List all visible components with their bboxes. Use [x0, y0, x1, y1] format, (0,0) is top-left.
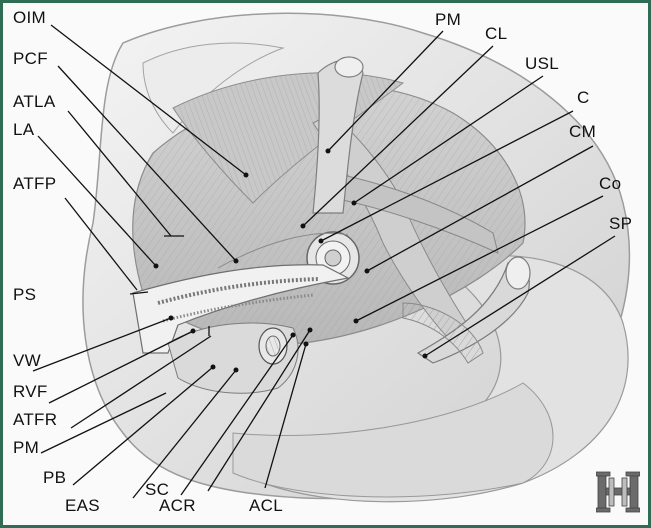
- label-acr: ACR: [159, 497, 196, 515]
- label-co: Co: [599, 175, 621, 193]
- label-acl: ACL: [249, 497, 283, 515]
- label-atfr: ATFR: [13, 411, 57, 429]
- label-cm: CM: [569, 123, 596, 141]
- label-usl: USL: [525, 55, 559, 73]
- label-sp: SP: [609, 215, 632, 233]
- label-atfp: ATFP: [13, 175, 56, 193]
- hh-logo-icon: [596, 470, 640, 514]
- label-eas: EAS: [65, 497, 100, 515]
- label-pm-left: PM: [13, 439, 39, 457]
- label-atla: ATLA: [13, 93, 55, 111]
- label-pcf: PCF: [13, 50, 48, 68]
- label-cl: CL: [485, 25, 507, 43]
- label-pm-top: PM: [435, 11, 461, 29]
- label-oim: OIM: [13, 9, 46, 27]
- label-rvf: RVF: [13, 383, 48, 401]
- label-la: LA: [13, 121, 34, 139]
- pelvic-floor-illustration: [3, 3, 648, 525]
- label-vw: VW: [13, 352, 41, 370]
- label-ps: PS: [13, 286, 36, 304]
- label-pb: PB: [43, 469, 66, 487]
- label-c: C: [577, 89, 590, 107]
